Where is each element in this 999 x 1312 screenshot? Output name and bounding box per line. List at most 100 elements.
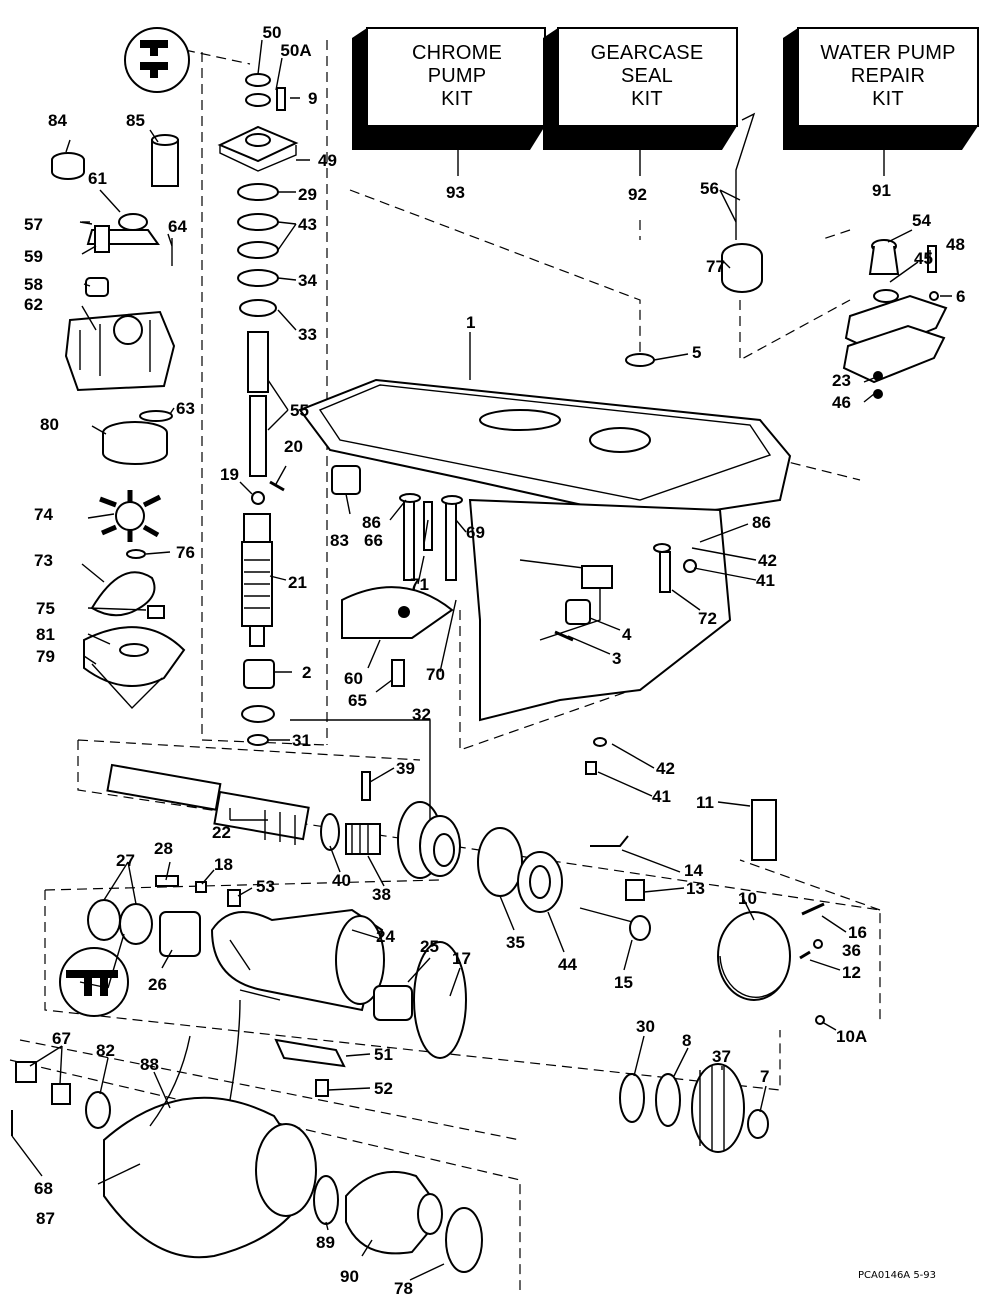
part-21-pinion-shaft: [241, 513, 273, 647]
part-23-grommet: [873, 371, 883, 381]
callout: 89: [316, 1233, 335, 1252]
part-58-bushing: [85, 277, 109, 297]
callout: 38: [372, 885, 391, 904]
part-5-o-ring: [625, 353, 655, 367]
part-50a-seal: [245, 93, 271, 107]
part-60-cover-plate: [341, 586, 454, 639]
part-50-seal: [245, 73, 271, 87]
callout: 37: [712, 1047, 731, 1066]
callout: 22: [212, 823, 231, 842]
callout: 35: [506, 933, 525, 952]
part-29-o-ring: [237, 183, 279, 201]
callout: 30: [636, 1017, 655, 1036]
callout: 4: [622, 625, 632, 644]
leader-lines: [11, 39, 952, 1281]
part-11-bracket: [751, 799, 777, 861]
part-87-propeller: [103, 999, 317, 1259]
part-89-thrust-hub: [313, 1175, 339, 1225]
callout: 27: [116, 851, 135, 870]
part-62-pump-housing: [64, 310, 176, 392]
callout: 87: [36, 1209, 55, 1228]
part-25-bearing: [373, 985, 413, 1021]
part-13-detent: [625, 879, 645, 901]
part-17-o-ring: [413, 941, 467, 1059]
part-16-pin: [801, 902, 825, 916]
water-pump-repair-kit-box: [783, 27, 979, 150]
callout: 44: [558, 955, 577, 974]
callout: 86: [362, 513, 381, 532]
chrome-pump-kit-box: [352, 27, 546, 150]
part-19-pin: [251, 491, 265, 505]
callout: 7: [760, 1067, 769, 1086]
callout: 84: [48, 111, 67, 130]
part-80-impeller-cup: [102, 421, 168, 465]
part-41-plug-lower: [585, 761, 597, 775]
part-51-plate: [274, 1038, 346, 1068]
callout: 43: [298, 215, 317, 234]
part-82-washer: [85, 1091, 111, 1129]
part-31-nut: [247, 734, 269, 746]
part-40-retaining-ring: [320, 813, 340, 851]
callout: 59: [24, 247, 43, 266]
part-55-driveshaft: [247, 331, 269, 477]
part-36-spring: [813, 939, 823, 949]
part-74-impeller: [99, 490, 162, 542]
part-34-washer: [237, 269, 279, 287]
part-75-plate-key: [147, 605, 165, 619]
callout: 15: [614, 973, 633, 992]
callout: 18: [214, 855, 233, 874]
part-32-pinion-gear: [397, 801, 461, 879]
callout: 82: [96, 1041, 115, 1060]
callout: 61: [88, 169, 107, 188]
callout: 70: [426, 665, 445, 684]
part-56-tube: [735, 112, 756, 240]
callout: 86: [752, 513, 771, 532]
callout: 76: [176, 543, 195, 562]
part-54-grommet: [868, 239, 900, 275]
part-37-reverse-gear: [691, 1063, 745, 1153]
callout: 55: [290, 401, 309, 420]
part-10-bearing-housing: [717, 911, 791, 1001]
part-78-spacer: [445, 1207, 483, 1273]
callout: 11: [696, 793, 714, 812]
callout: 83: [330, 531, 349, 550]
part-79-plate: [83, 626, 186, 710]
callout: 68: [34, 1179, 53, 1198]
callout: 33: [298, 325, 317, 344]
part-72-screw: [659, 551, 671, 593]
callout: 58: [24, 275, 43, 294]
part-84-grommet: [51, 152, 85, 180]
callout: 31: [292, 731, 311, 750]
part-14-cradle: [590, 835, 629, 847]
callout: 29: [298, 185, 317, 204]
callout: 19: [220, 465, 239, 484]
callout: 71: [410, 575, 429, 594]
callout: 54: [912, 211, 931, 230]
seal-detail-circle: [124, 27, 190, 93]
callout: 9: [308, 89, 317, 108]
callout: 10A: [836, 1027, 867, 1046]
part-24-bearing-carrier: [210, 908, 385, 1012]
callout: 50: [263, 23, 282, 42]
part-35-thrust-washer: [477, 827, 523, 897]
callout: 48: [946, 235, 965, 254]
callout: 65: [348, 691, 367, 710]
callout: 46: [832, 393, 851, 412]
part-32-pinion: [241, 705, 275, 723]
callout: 42: [758, 551, 777, 570]
callout: 66: [364, 531, 383, 550]
part-73-gasket: [90, 571, 156, 617]
callout: 2: [302, 663, 311, 682]
callout: 62: [24, 295, 43, 314]
callout: 8: [682, 1031, 691, 1050]
kit-ref-water: 91: [872, 181, 891, 200]
gearcase-seal-kit-label: GEARCASE SEAL KIT: [590, 42, 704, 110]
gearcase-seal-kit-box: [543, 27, 738, 150]
part-18-washer: [195, 881, 207, 893]
kit-ref-gearcase: 92: [628, 185, 647, 204]
part-46-seal: [873, 389, 883, 399]
part-90-hub: [345, 1170, 443, 1255]
callout: 90: [340, 1267, 359, 1286]
part-12-pin: [799, 950, 811, 960]
part-3-screw: [554, 630, 574, 642]
